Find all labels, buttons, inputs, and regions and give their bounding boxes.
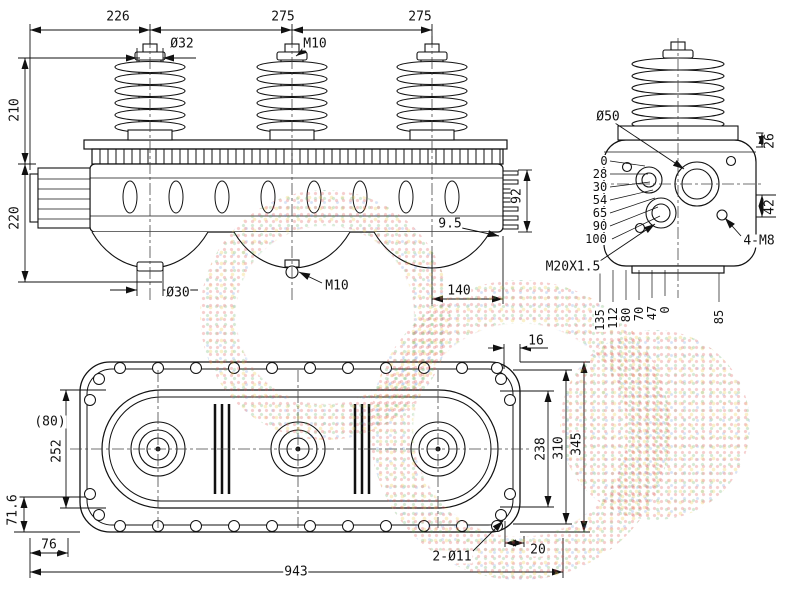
dia-32-label: Ø32 [169,36,195,52]
dim-220-label: 220 [7,205,23,231]
dim-20-label: 20 [529,542,547,558]
dim-80-ref-label: (80) [33,414,67,430]
scale-47-label: 47 [645,304,659,322]
dim-310-label: 310 [551,435,567,461]
dim-943-label: 943 [283,564,309,580]
dim-140-label: 140 [446,283,472,299]
m10-bottom-label: M10 [324,278,350,294]
dim-275a-label: 275 [270,9,296,25]
bottom-domes [91,231,491,279]
cable-box [29,167,91,229]
scale-90-label: 90 [591,219,609,233]
plan-dimension-lines [14,344,590,578]
bolt-hole [634,222,646,234]
dia-30-label: Ø30 [165,285,191,301]
dim-9-5-label: 9.5 [437,216,463,232]
bolt-hole [716,209,728,221]
end-ports [621,155,737,234]
bolt-hole [725,155,737,167]
bolt-hole [621,161,633,173]
end-dimension-lines [599,122,776,302]
scale-30-label: 30 [591,180,609,194]
dim-26-label: 26 [762,132,778,150]
m10-top-label: M10 [302,36,328,52]
scale-54-label: 54 [591,193,609,207]
scale-70-label: 70 [632,305,646,323]
dim-345-label: 345 [569,431,585,457]
dim-92-label: 92 [509,187,525,205]
dim-226-label: 226 [105,9,131,25]
dim-238-label: 238 [533,436,549,462]
scale-0-label: 0 [599,154,609,168]
tank-oval-openings [122,180,460,214]
dim-76-label: 76 [40,537,58,553]
scale-0b-label: 0 [658,305,672,315]
end-view [596,38,776,302]
end-bushing [617,41,739,141]
scale-28-label: 28 [591,167,609,181]
plan-centerlines [70,370,532,528]
scale-65-label: 65 [591,206,609,220]
thread-m20-label: M20X1.5 [544,259,602,275]
plan-flange-bolts [84,362,516,532]
thread-4-m8-label: 4-M8 [742,233,776,249]
dia-50-label: Ø50 [595,109,621,125]
side-dimension-lines [18,24,532,304]
dim-252-label: 252 [49,438,65,464]
left-scale-leaders [609,160,661,240]
dim-85-label: 85 [712,308,726,326]
scale-112-label: 112 [606,306,620,330]
dim-16-label: 16 [527,333,545,349]
plan-view [14,344,590,578]
side-view [18,24,532,306]
dim-275b-label: 275 [407,9,433,25]
bottom-scale-leaders [599,270,720,302]
dim-210-label: 210 [7,97,23,123]
scale-80-label: 80 [619,306,633,324]
scale-100-label: 100 [584,232,608,246]
dim-71-6-label: 71.6 [5,493,21,527]
tank-body [83,139,508,233]
dim-42-label: 42 [762,198,778,216]
holes-2-dia11-label: 2-Ø11 [431,549,473,565]
scale-135-label: 135 [593,308,607,332]
